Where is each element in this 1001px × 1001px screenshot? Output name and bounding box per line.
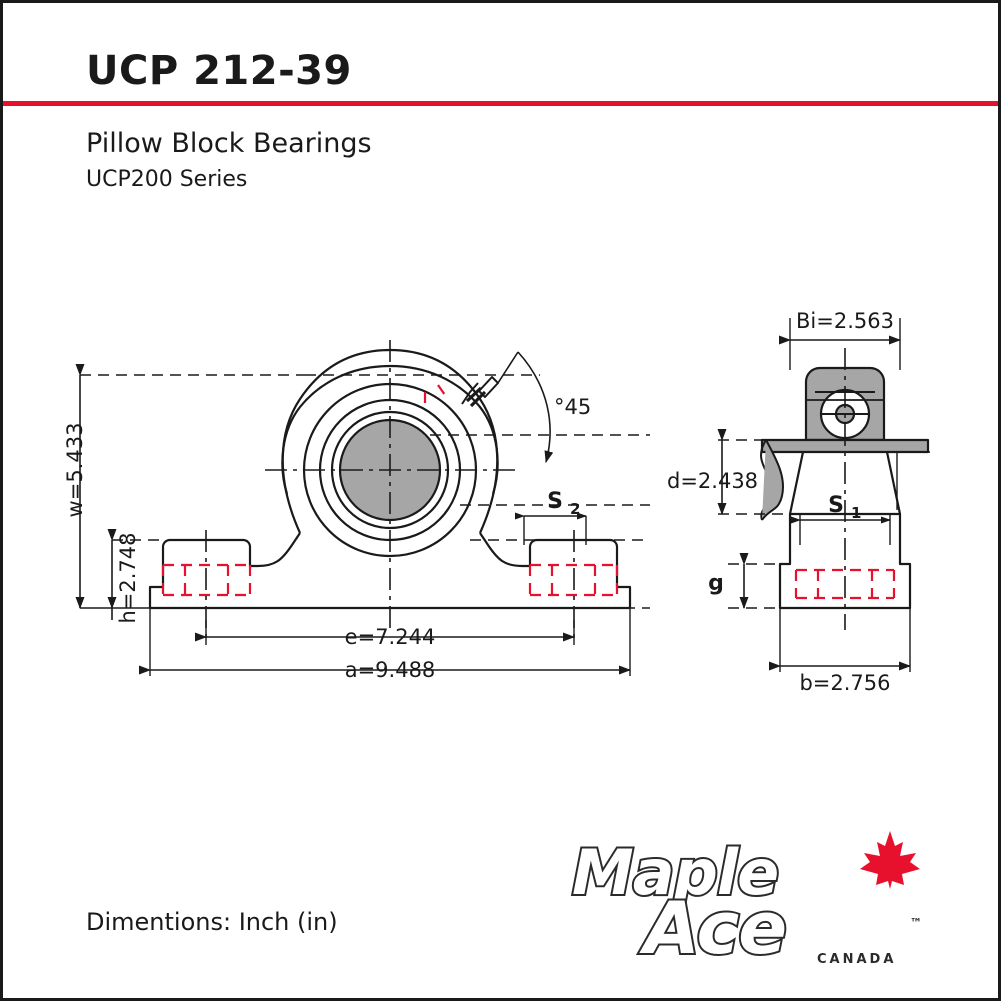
front-view-hidden-lines (161, 384, 619, 597)
page-title: UCP 212-39 (86, 48, 352, 94)
dim-label-angle: °45 (554, 395, 591, 419)
dim-label-s1-sub: 1 (851, 504, 861, 522)
logo-country: CANADA (817, 952, 897, 967)
product-subtitle: Pillow Block Bearings (86, 128, 372, 159)
logo-trademark: ™ (910, 916, 922, 930)
dim-label-s2-sub: 2 (570, 500, 580, 518)
accent-divider (3, 101, 998, 106)
dim-label-bi: Bi=2.563 (796, 309, 894, 333)
side-view-body (760, 366, 930, 610)
front-view-construction-lines (305, 374, 650, 609)
product-series: UCP200 Series (86, 167, 248, 192)
logo-line1: Maple (570, 834, 781, 911)
dim-label-b: b=2.756 (799, 671, 890, 695)
dim-label-w: w=5.433 (63, 423, 87, 518)
units-note: Dimentions: Inch (in) (86, 908, 338, 936)
dimension-s1 (791, 514, 891, 545)
side-view-hidden-lines (794, 568, 896, 600)
dimension-angle-45 (497, 351, 554, 463)
dim-label-s1: S (828, 493, 844, 518)
dimension-s2 (515, 512, 587, 545)
dim-label-d: d=2.438 (667, 469, 758, 493)
dim-label-a: a=9.488 (345, 658, 436, 682)
dim-label-e: e=7.244 (345, 625, 436, 649)
brand-logo: Maple Ace ™ CANADA (570, 824, 932, 972)
dim-label-s2: S (547, 489, 563, 514)
maple-leaf-icon (860, 831, 920, 889)
side-view-extension-lines (718, 318, 930, 672)
logo-line2: Ace (642, 884, 789, 972)
dim-label-h: h=2.748 (116, 532, 140, 623)
dim-label-g: g (708, 571, 724, 596)
